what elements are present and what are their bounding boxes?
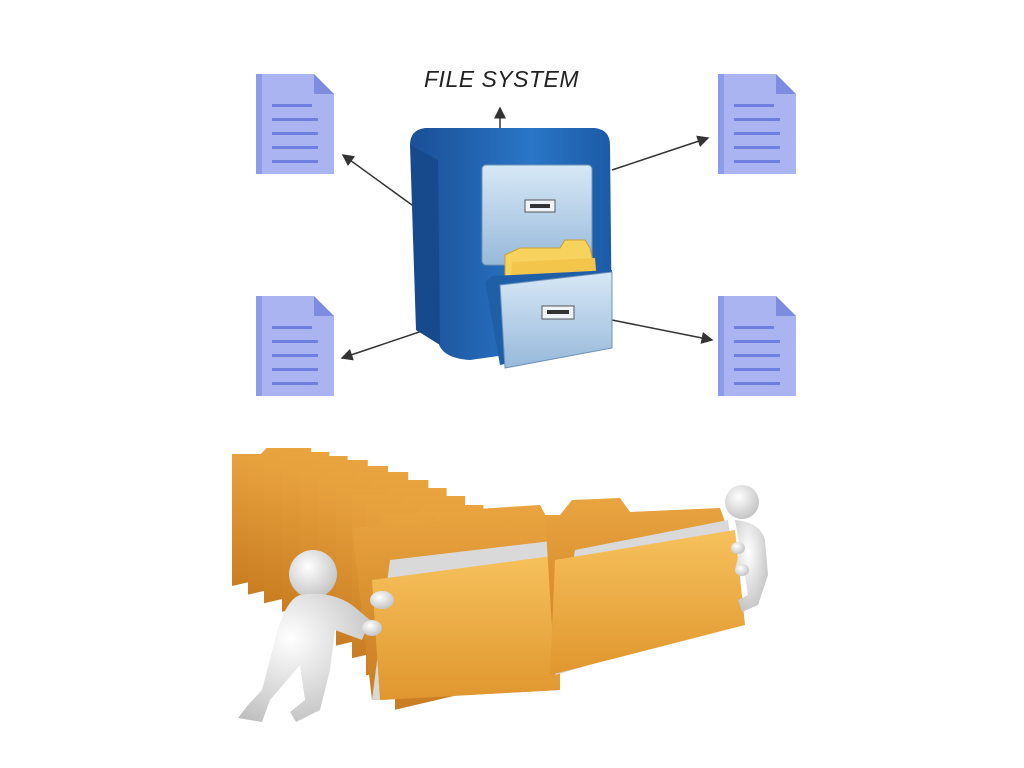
- arrow-to-file-bottom-right: [611, 319, 714, 344]
- file-bottom-left-icon: [256, 296, 334, 396]
- arrow-to-file-top-left: [341, 154, 413, 206]
- folder-row: [232, 448, 745, 710]
- arrow-to-file-top-right: [611, 135, 710, 171]
- file-bottom-right-icon: [718, 296, 796, 396]
- diagram-title: FILE SYSTEM: [424, 66, 580, 92]
- figure-left: [238, 550, 394, 722]
- figure-right: [725, 485, 768, 612]
- filing-cabinet-icon: [410, 128, 613, 369]
- file-top-right-icon: [718, 74, 796, 174]
- folders-illustration: [232, 448, 768, 722]
- file-top-left-icon: [256, 74, 334, 174]
